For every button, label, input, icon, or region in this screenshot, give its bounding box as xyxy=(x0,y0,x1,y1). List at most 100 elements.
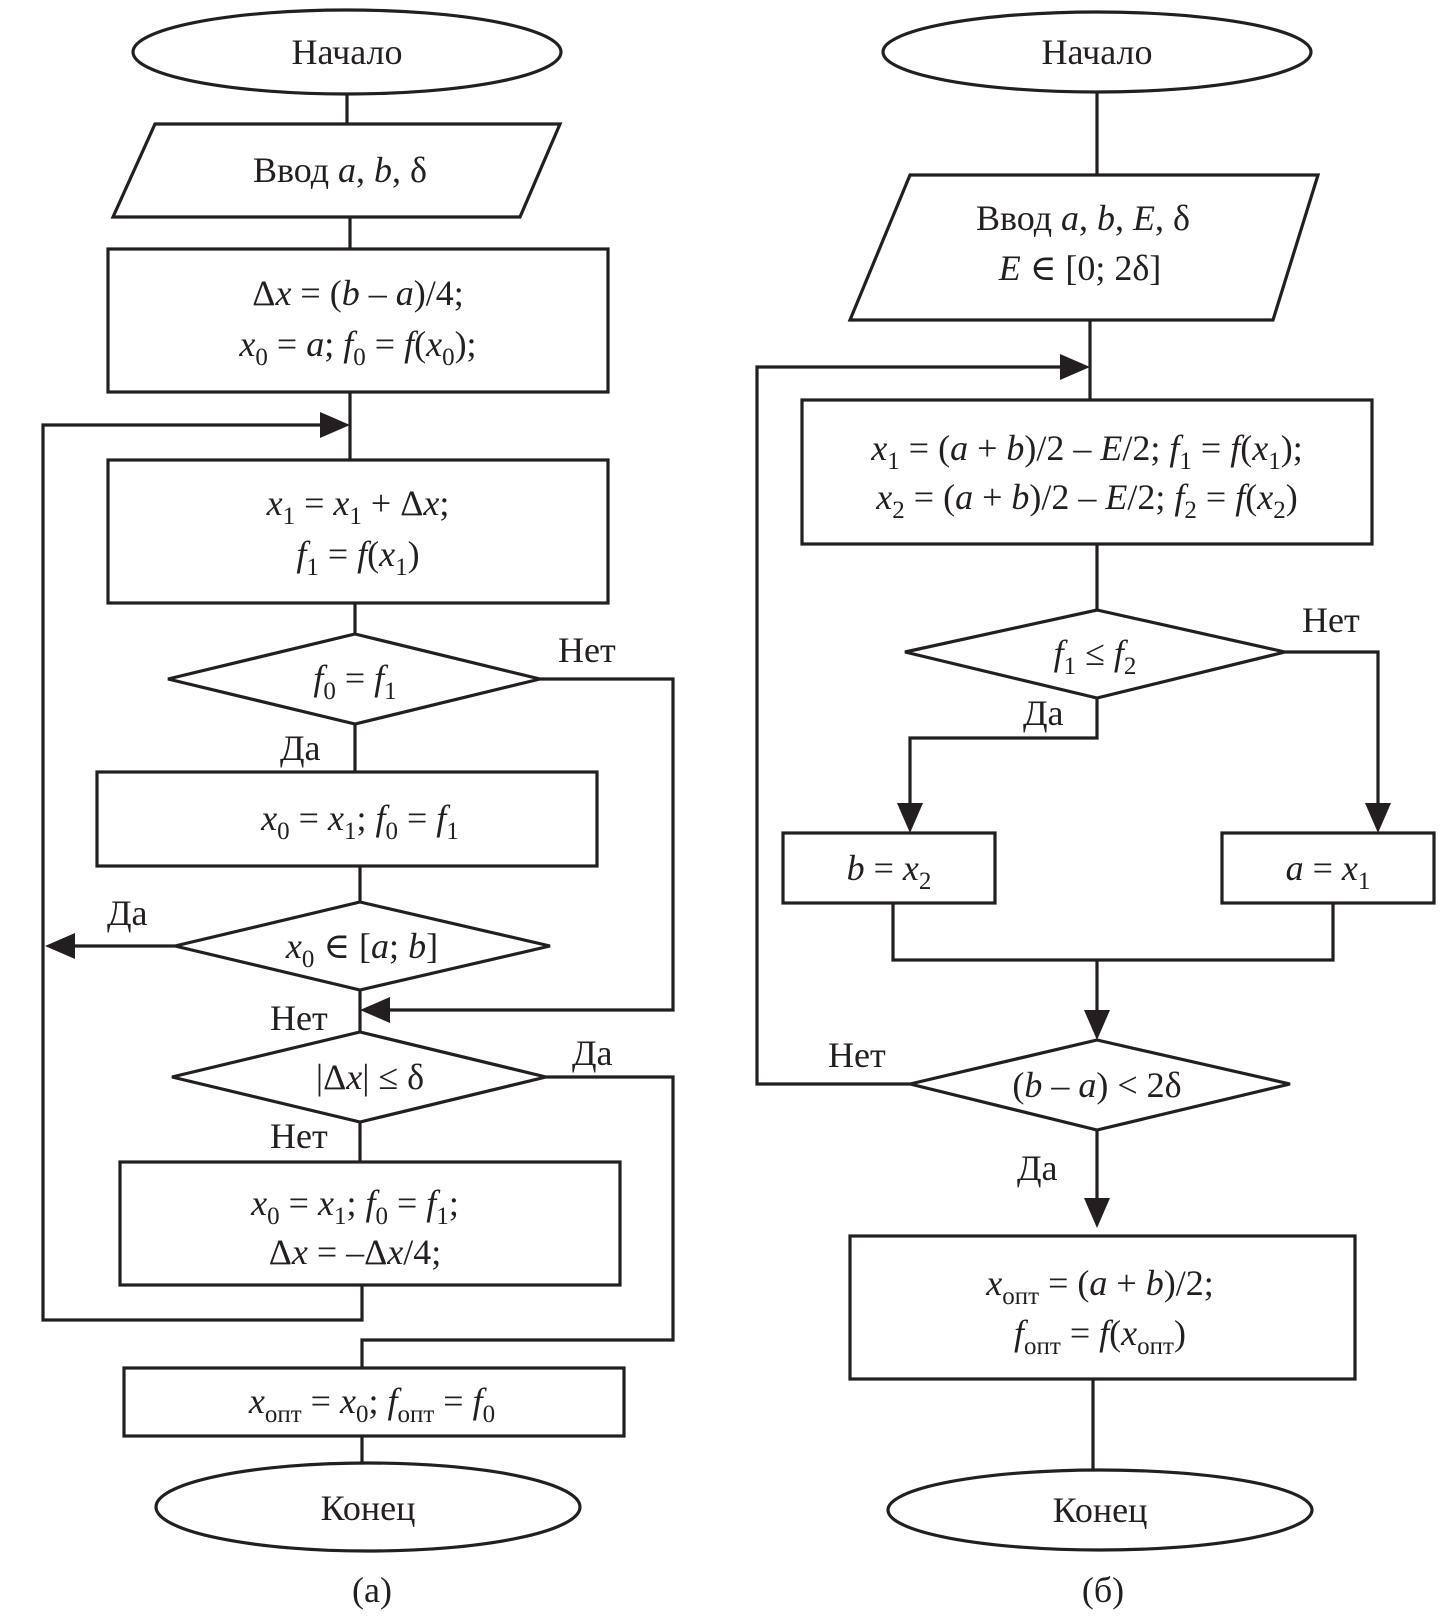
math-text: = –Δ xyxy=(308,1232,387,1272)
math-text: = xyxy=(388,1183,426,1223)
math-variable: x xyxy=(1256,477,1273,517)
math-text: )/2 – xyxy=(1024,428,1100,468)
math-text: ; xyxy=(324,324,343,364)
math-text: ≤ xyxy=(1076,633,1114,673)
result-block xyxy=(122,1366,626,1438)
math-text: ; xyxy=(368,1381,387,1421)
step-block xyxy=(106,458,610,605)
init-block xyxy=(106,247,610,394)
arrow-head xyxy=(320,412,350,438)
math-variable: x xyxy=(870,428,887,468)
start-label: Начало xyxy=(1042,32,1153,72)
math-subscript: 0 xyxy=(385,818,398,845)
math-variable: x xyxy=(327,798,344,838)
arrow-head xyxy=(1084,1010,1110,1040)
math-subscript: 1 xyxy=(395,554,408,581)
math-text: | ≤ δ xyxy=(362,1057,424,1097)
loop-back-line xyxy=(755,365,1060,1086)
branch-label-no: Нет xyxy=(270,1116,328,1156)
math-variable: x xyxy=(260,798,277,838)
start-terminal xyxy=(131,8,563,96)
arrow-head xyxy=(1060,354,1090,380)
branch-label-no: Нет xyxy=(1302,600,1360,640)
math-variable: b xyxy=(1011,477,1029,517)
input-line-1: Ввод a, b, E, δ xyxy=(976,198,1190,238)
math-text: )/2; xyxy=(1164,1263,1214,1303)
math-text: = xyxy=(268,324,306,364)
decision-f0-eq-f1-label: f0 = f1 xyxy=(313,658,396,705)
math-text: ) xyxy=(1286,477,1298,517)
math-text: /2; xyxy=(1127,477,1174,517)
flowchart-a: Начало Ввод a, b, δ Δx = (b – a)/4; x0 =… xyxy=(41,8,675,1610)
decision-x0-in-range-label: x0 ∈ [a; b] xyxy=(285,926,438,973)
math-subscript: 1 xyxy=(349,503,362,530)
math-subscript: 2 xyxy=(919,868,932,895)
math-text: ( xyxy=(1245,477,1257,517)
start-terminal xyxy=(881,10,1313,94)
result-block xyxy=(848,1234,1357,1381)
math-variable: a xyxy=(950,428,968,468)
math-variable: x xyxy=(875,477,892,517)
math-variable: x xyxy=(332,483,349,523)
math-text: , δ xyxy=(392,150,427,190)
math-text: ] xyxy=(426,926,438,966)
math-text: + xyxy=(968,428,1006,468)
flowchart-b: Начало Ввод a, b, E, δ E ∈ [0; 2δ] x1 = … xyxy=(755,10,1436,1610)
math-text: , xyxy=(356,150,374,190)
decision-f1-le-f2-label: f1 ≤ f2 xyxy=(1054,633,1137,680)
reverse-line-2: Δx = –Δx/4; xyxy=(269,1232,442,1272)
reverse-step-block xyxy=(118,1160,622,1287)
init-line-2: x0 = a; f0 = f(x0); xyxy=(238,324,476,371)
input-label: Ввод a, b, δ xyxy=(253,150,427,190)
math-variable: a xyxy=(371,926,389,966)
math-text: ; xyxy=(389,926,408,966)
math-variable: x xyxy=(339,1381,356,1421)
math-text: )/2 – xyxy=(1029,477,1105,517)
math-text: ∈ [0; 2δ] xyxy=(1021,248,1162,288)
math-text: – xyxy=(1042,1065,1078,1105)
math-variable: x xyxy=(238,324,255,364)
math-text: ); xyxy=(455,324,477,364)
math-subscript: 0 xyxy=(323,678,336,705)
math-text: ( xyxy=(1012,1065,1024,1105)
math-variable: x xyxy=(345,1057,362,1097)
math-text: = xyxy=(302,1381,340,1421)
math-subscript: 0 xyxy=(375,1203,388,1230)
branch-label-yes: Да xyxy=(1017,1148,1058,1188)
math-variable: E xyxy=(998,248,1021,288)
math-variable: E xyxy=(1132,198,1155,238)
step-line-1: x1 = x1 + Δx; xyxy=(266,483,450,530)
math-variable: a xyxy=(1286,848,1304,888)
math-subscript: 0 xyxy=(267,1203,280,1230)
math-variable: x xyxy=(386,1232,403,1272)
assign-block xyxy=(95,770,599,868)
math-subscript: 0 xyxy=(255,344,268,371)
input-block xyxy=(847,173,1321,322)
arrow-head xyxy=(897,803,923,833)
math-subscript: 0 xyxy=(483,1401,496,1428)
end-terminal xyxy=(886,1468,1314,1552)
loop-back-line xyxy=(41,423,364,1322)
math-variable: a xyxy=(1061,198,1079,238)
math-variable: a xyxy=(338,150,356,190)
math-text: Δ xyxy=(269,1232,292,1272)
math-subscript: 1 xyxy=(334,1203,347,1230)
end-label: Конец xyxy=(321,1488,416,1528)
math-subscript: 1 xyxy=(1268,448,1281,475)
branch-label-yes: Да xyxy=(572,1033,613,1073)
math-subscript: опт xyxy=(1137,1333,1174,1360)
arrow-head xyxy=(1365,803,1391,833)
math-text: |Δ xyxy=(316,1057,346,1097)
math-text: = xyxy=(336,658,374,698)
math-subscript: 1 xyxy=(384,678,397,705)
branch-label-yes: Да xyxy=(280,728,321,768)
math-subscript: 1 xyxy=(306,554,319,581)
math-variable: x xyxy=(985,1263,1002,1303)
math-subscript: 0 xyxy=(353,344,366,371)
math-variable: x xyxy=(422,483,439,523)
input-line-2: E ∈ [0; 2δ] xyxy=(998,248,1162,288)
math-text: /4; xyxy=(403,1232,441,1272)
math-text: , xyxy=(1115,198,1133,238)
branch-label-no: Нет xyxy=(828,1035,886,1075)
